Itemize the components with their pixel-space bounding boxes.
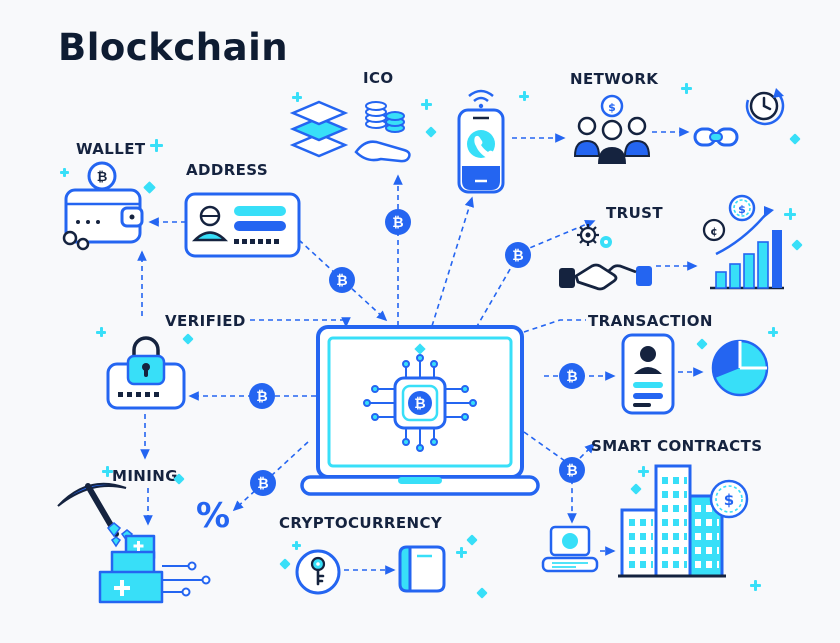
history-clock-icon: [745, 88, 785, 126]
sparkle-plus-icon: [102, 466, 113, 477]
network-people-icon: $: [573, 94, 651, 164]
sparkle-plus-icon: [456, 547, 467, 558]
buildings-icon: [618, 464, 726, 578]
label-network: NETWORK: [570, 70, 659, 88]
wallet-icon: ₿: [62, 161, 144, 251]
bitcoin-badge: ₿: [249, 383, 275, 409]
sparkle-plus-icon: [784, 208, 796, 220]
mining-blocks-icon: [98, 534, 211, 604]
phone-icon: [457, 89, 505, 194]
verified-lock-icon: [106, 336, 186, 410]
dollar-symbol: $: [738, 203, 746, 216]
connector-laptop-phone: [431, 196, 474, 327]
dollar-symbol: $: [724, 491, 734, 509]
bitcoin-symbol: ₿: [97, 170, 108, 185]
sparkle-plus-icon: [519, 91, 529, 101]
ico-stack-icon: [289, 100, 349, 158]
label-ico: ICO: [363, 69, 394, 87]
bitcoin-badge: ₿: [329, 267, 355, 293]
label-address: ADDRESS: [186, 161, 269, 179]
pie-chart-icon: [711, 339, 769, 397]
dollar-coin-icon: $: [709, 479, 749, 519]
label-verified: VERIFIED: [165, 312, 246, 330]
sparkle-plus-icon: [638, 466, 649, 477]
growth-chart-icon: ¢ $: [702, 194, 784, 290]
sparkle-plus-icon: [768, 327, 778, 337]
sparkle-plus-icon: [421, 99, 432, 110]
label-transaction: TRANSACTION: [588, 312, 713, 330]
address-card-icon: [184, 192, 301, 258]
sparkle-plus-icon: [750, 580, 761, 591]
dollar-symbol: $: [608, 101, 616, 114]
label-cryptocurrency: CRYPTOCURRENCY: [279, 514, 443, 532]
sparkle-plus-icon: [96, 327, 106, 337]
ico-coins-hand-icon: [354, 101, 411, 163]
key-icon: [295, 549, 341, 595]
bitcoin-badge: ₿: [559, 457, 585, 483]
sparkle-plus-icon: [60, 168, 69, 177]
sparkle-plus-icon: [150, 139, 163, 152]
label-trust: TRUST: [606, 204, 663, 222]
sparkle-plus-icon: [292, 92, 302, 102]
smart-laptop-icon: [541, 525, 599, 573]
cent-symbol: ¢: [710, 225, 718, 238]
mining-pickaxe-icon: [57, 482, 134, 548]
connector-laptop-trust: [475, 219, 596, 329]
transaction-card-icon: [621, 333, 675, 415]
percent-symbol: %: [196, 496, 231, 536]
trust-handshake-icon: [559, 224, 652, 291]
connector-address-laptop: [298, 239, 388, 322]
label-smart-contracts: SMART CONTRACTS: [591, 437, 763, 455]
connector-laptop-transaction-label: [523, 319, 586, 333]
connector-verified-laptop: [250, 317, 351, 328]
bitcoin-badge: ₿: [385, 209, 411, 235]
label-wallet: WALLET: [76, 140, 146, 158]
connector-laptop-percent: [232, 441, 309, 512]
page-title: Blockchain: [58, 26, 289, 69]
label-mining: MINING: [112, 467, 178, 485]
bitcoin-badge: ₿: [559, 363, 585, 389]
bitcoin-symbol: ₿: [414, 396, 425, 412]
connector-smartcontracts-label: [579, 442, 596, 459]
sparkle-plus-icon: [292, 541, 301, 550]
chain-link-icon: [693, 127, 739, 147]
sparkle-plus-icon: [681, 83, 692, 94]
bitcoin-badge: ₿: [505, 242, 531, 268]
bitcoin-badge: ₿: [250, 470, 276, 496]
central-laptop-icon: ₿: [300, 325, 540, 496]
crypto-wallet-icon: [398, 545, 446, 593]
